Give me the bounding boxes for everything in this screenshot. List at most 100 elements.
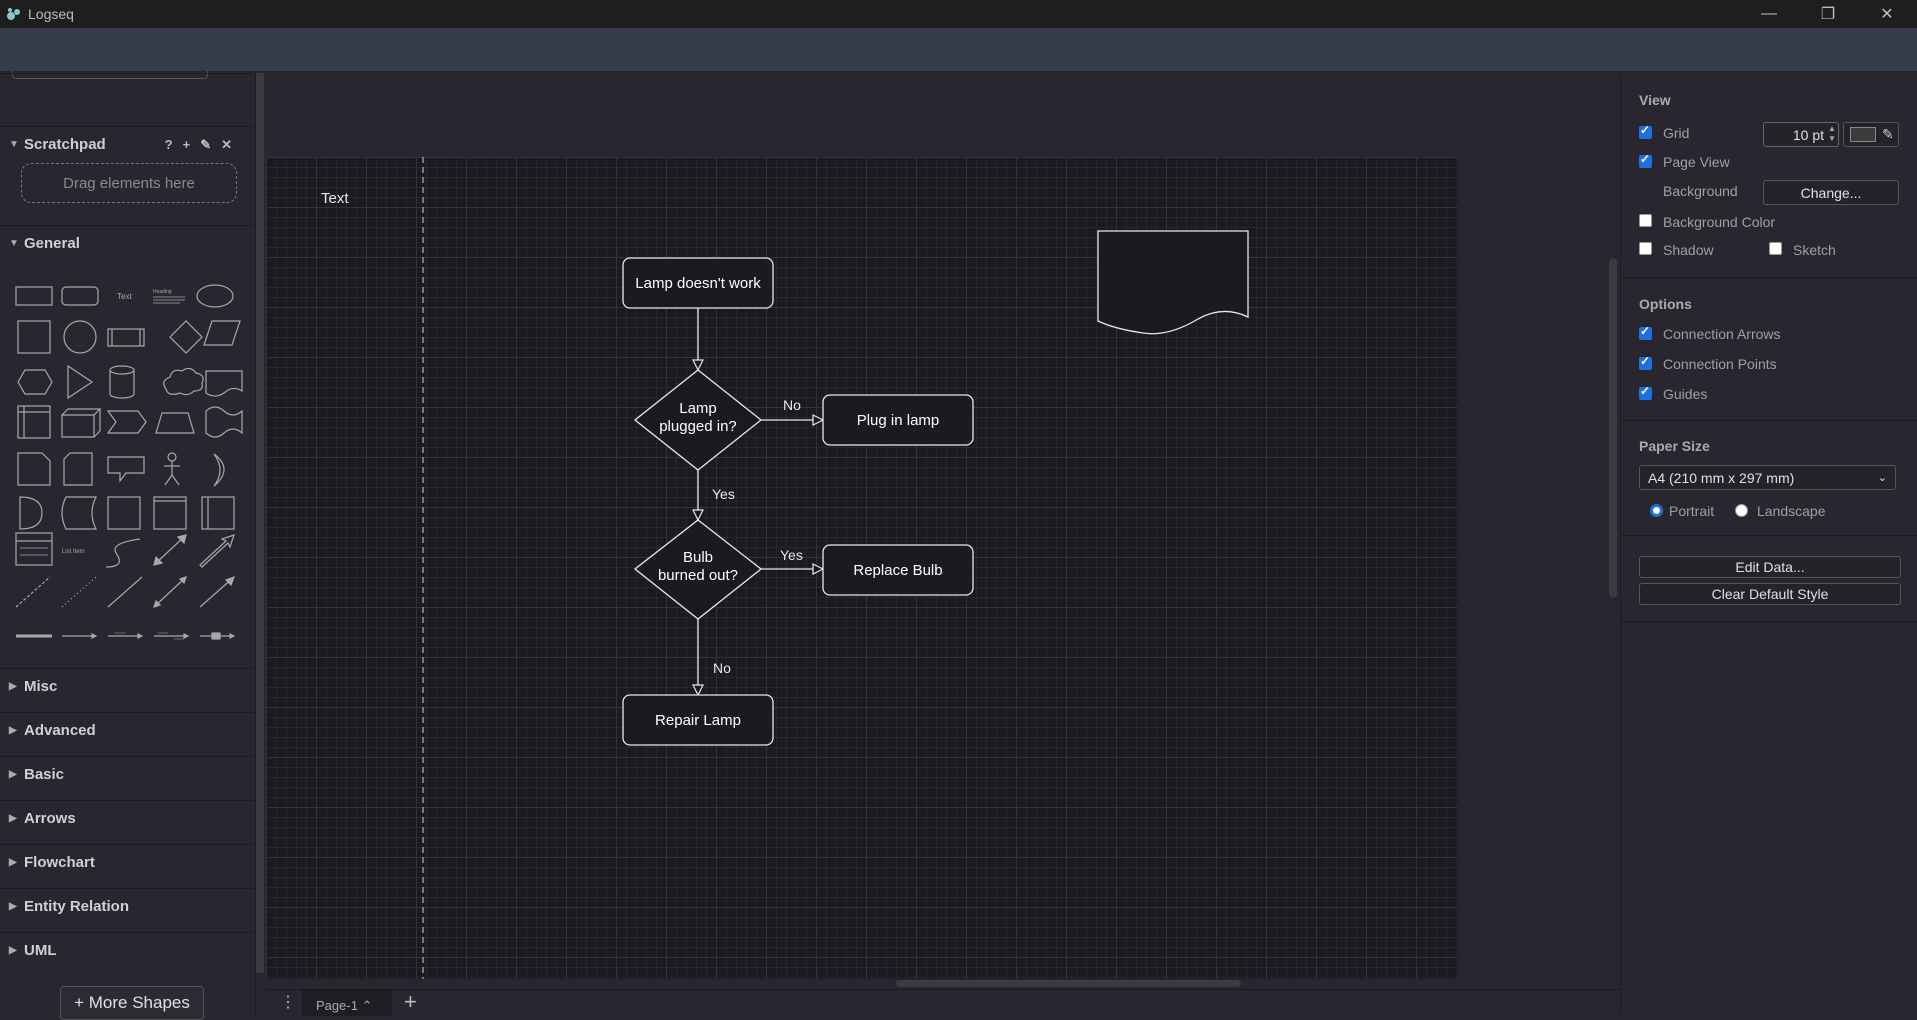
- tab-label: Page-1: [316, 998, 358, 1013]
- toolbar: [0, 28, 1917, 72]
- node-label: Bulb: [683, 549, 713, 566]
- node-replace-bulb: [822, 544, 974, 596]
- close-window-button[interactable]: ✕: [1858, 0, 1916, 28]
- collapsed-triangle-icon: ▶: [9, 681, 17, 692]
- edit-data-button[interactable]: Edit Data...: [1639, 556, 1901, 578]
- shadow-label: Shadow: [1663, 242, 1714, 258]
- search-box-edge[interactable]: [12, 71, 208, 79]
- sidebar-section-entity-relation[interactable]: ▶ Entity Relation: [0, 888, 254, 924]
- close-icon[interactable]: ✕: [221, 136, 232, 152]
- guides-checkbox[interactable]: [1639, 384, 1652, 400]
- scratchpad-header[interactable]: [0, 73, 254, 109]
- edit-icon[interactable]: ✎: [200, 136, 212, 152]
- dotted-line-shape: [61, 576, 97, 608]
- landscape-radio[interactable]: [1735, 504, 1748, 517]
- list-shape: [15, 532, 53, 566]
- circle-shape: [63, 320, 97, 354]
- sidebar-scrollbar[interactable]: [256, 73, 264, 973]
- horizontal-scrollbar[interactable]: [896, 980, 1241, 987]
- help-icon[interactable]: ?: [164, 136, 173, 152]
- more-shapes-button[interactable]: + More Shapes: [60, 986, 204, 1020]
- eyedropper-icon: ✎: [1882, 126, 1894, 142]
- decision-bulb-burned: [633, 519, 763, 620]
- shapes-sidebar: ▼ Scratchpad ? + ✎ ✕ Drag elements here …: [0, 71, 264, 1020]
- minimize-button[interactable]: —: [1740, 0, 1798, 28]
- sidebar-section-misc[interactable]: ▶ Misc: [0, 668, 254, 704]
- edge-label-no: No: [713, 660, 731, 676]
- heading-shape: Heading: [153, 289, 172, 295]
- restore-icon: ❐: [1820, 6, 1836, 23]
- options-title: Options: [1639, 296, 1692, 312]
- collapsed-triangle-icon: ▶: [9, 901, 17, 912]
- connection-arrows-checkbox[interactable]: [1639, 324, 1652, 340]
- grid-checkbox[interactable]: [1639, 123, 1652, 139]
- view-section: View Grid 10 pt ▲▼ ✎ Page View Backgroun…: [1621, 73, 1917, 278]
- collapsed-triangle-icon: ▶: [9, 857, 17, 868]
- paper-size-select[interactable]: A4 (210 mm x 297 mm) ⌄: [1639, 465, 1896, 490]
- or-shape: [213, 453, 225, 487]
- vertical-container-shape: [201, 496, 235, 530]
- connection-arrows-label: Connection Arrows: [1663, 326, 1781, 342]
- add-icon[interactable]: +: [182, 136, 191, 152]
- sketch-label: Sketch: [1793, 242, 1836, 258]
- general-shapes-palette[interactable]: Text Heading List Item: [10, 271, 250, 671]
- rounded-rectangle-shape: [61, 286, 99, 306]
- sidebar-section-advanced[interactable]: ▶ Advanced: [0, 712, 254, 748]
- change-background-button[interactable]: Change...: [1763, 180, 1899, 205]
- section-label: Advanced: [24, 722, 96, 739]
- connection-points-checkbox[interactable]: [1639, 354, 1652, 370]
- data-storage-shape: [61, 496, 97, 530]
- sketch-checkbox[interactable]: [1769, 242, 1782, 255]
- shadow-checkbox[interactable]: [1639, 242, 1652, 255]
- diagram-canvas[interactable]: Text No Yes Yes No Lamp doesn't work Lam…: [266, 73, 1620, 989]
- callout-shape: [107, 456, 145, 483]
- cylinder-shape: [109, 365, 135, 399]
- thick-arrow-shape: [199, 534, 235, 568]
- connector-symbol-shape: [200, 632, 236, 640]
- scratchpad-header[interactable]: ▼ Scratchpad ? + ✎ ✕: [0, 126, 254, 162]
- restore-button[interactable]: ❐: [1799, 0, 1857, 28]
- clear-default-style-button[interactable]: Clear Default Style: [1639, 583, 1901, 605]
- scratchpad-title: Scratchpad: [24, 136, 106, 153]
- connector-arrow-shape: [62, 633, 98, 639]
- stepper-arrows-icon[interactable]: ▲▼: [1828, 124, 1836, 143]
- general-header[interactable]: ▼ General: [0, 225, 254, 261]
- internal-storage-shape: [17, 405, 51, 439]
- node-label: Plug in lamp: [857, 412, 940, 429]
- portrait-radio[interactable]: [1650, 504, 1663, 517]
- chevron-up-icon: ⌃: [361, 998, 373, 1013]
- trapezoid-shape: [155, 412, 195, 434]
- general-title: General: [24, 235, 80, 252]
- scratchpad-drop-area[interactable]: Drag elements here: [21, 163, 237, 203]
- node-label: Lamp: [679, 400, 717, 417]
- rectangle-shape: [15, 286, 53, 306]
- grid-color-button[interactable]: ✎: [1843, 122, 1899, 147]
- process-shape: [107, 328, 145, 347]
- sidebar-section-flowchart[interactable]: ▶ Flowchart: [0, 844, 254, 880]
- page-view-checkbox[interactable]: [1639, 152, 1652, 168]
- diagram-layer[interactable]: Text No Yes Yes No Lamp doesn't work Lam…: [266, 73, 1620, 989]
- landscape-label: Landscape: [1757, 503, 1826, 519]
- guides-label: Guides: [1663, 386, 1708, 402]
- sidebar-section-uml[interactable]: ▶ UML: [0, 932, 254, 968]
- cloud-shape: [163, 367, 204, 396]
- view-title: View: [1639, 92, 1671, 108]
- vertical-scrollbar[interactable]: [1609, 258, 1617, 598]
- collapsed-triangle-icon: ▶: [9, 725, 17, 736]
- grid-label: Grid: [1663, 125, 1690, 141]
- format-panel: View Grid 10 pt ▲▼ ✎ Page View Backgroun…: [1620, 73, 1917, 1015]
- grid-size-input[interactable]: 10 pt: [1763, 122, 1839, 147]
- section-label: Flowchart: [24, 854, 95, 871]
- sidebar-section-basic[interactable]: ▶ Basic: [0, 756, 254, 792]
- pages-menu-icon[interactable]: ⋮: [280, 994, 296, 1011]
- sidebar-section-arrows[interactable]: ▶ Arrows: [0, 800, 254, 836]
- edge-label-yes: Yes: [780, 547, 803, 563]
- background-color-checkbox[interactable]: [1639, 214, 1652, 227]
- tab-page-1[interactable]: Page-1 ⌃: [302, 990, 392, 1016]
- color-swatch: [1850, 127, 1876, 142]
- and-shape: [19, 496, 43, 530]
- document-shape-on-canvas: [1097, 230, 1249, 335]
- actor-shape: [164, 452, 180, 486]
- connection-points-label: Connection Points: [1663, 356, 1777, 372]
- add-page-icon[interactable]: +: [404, 989, 417, 1014]
